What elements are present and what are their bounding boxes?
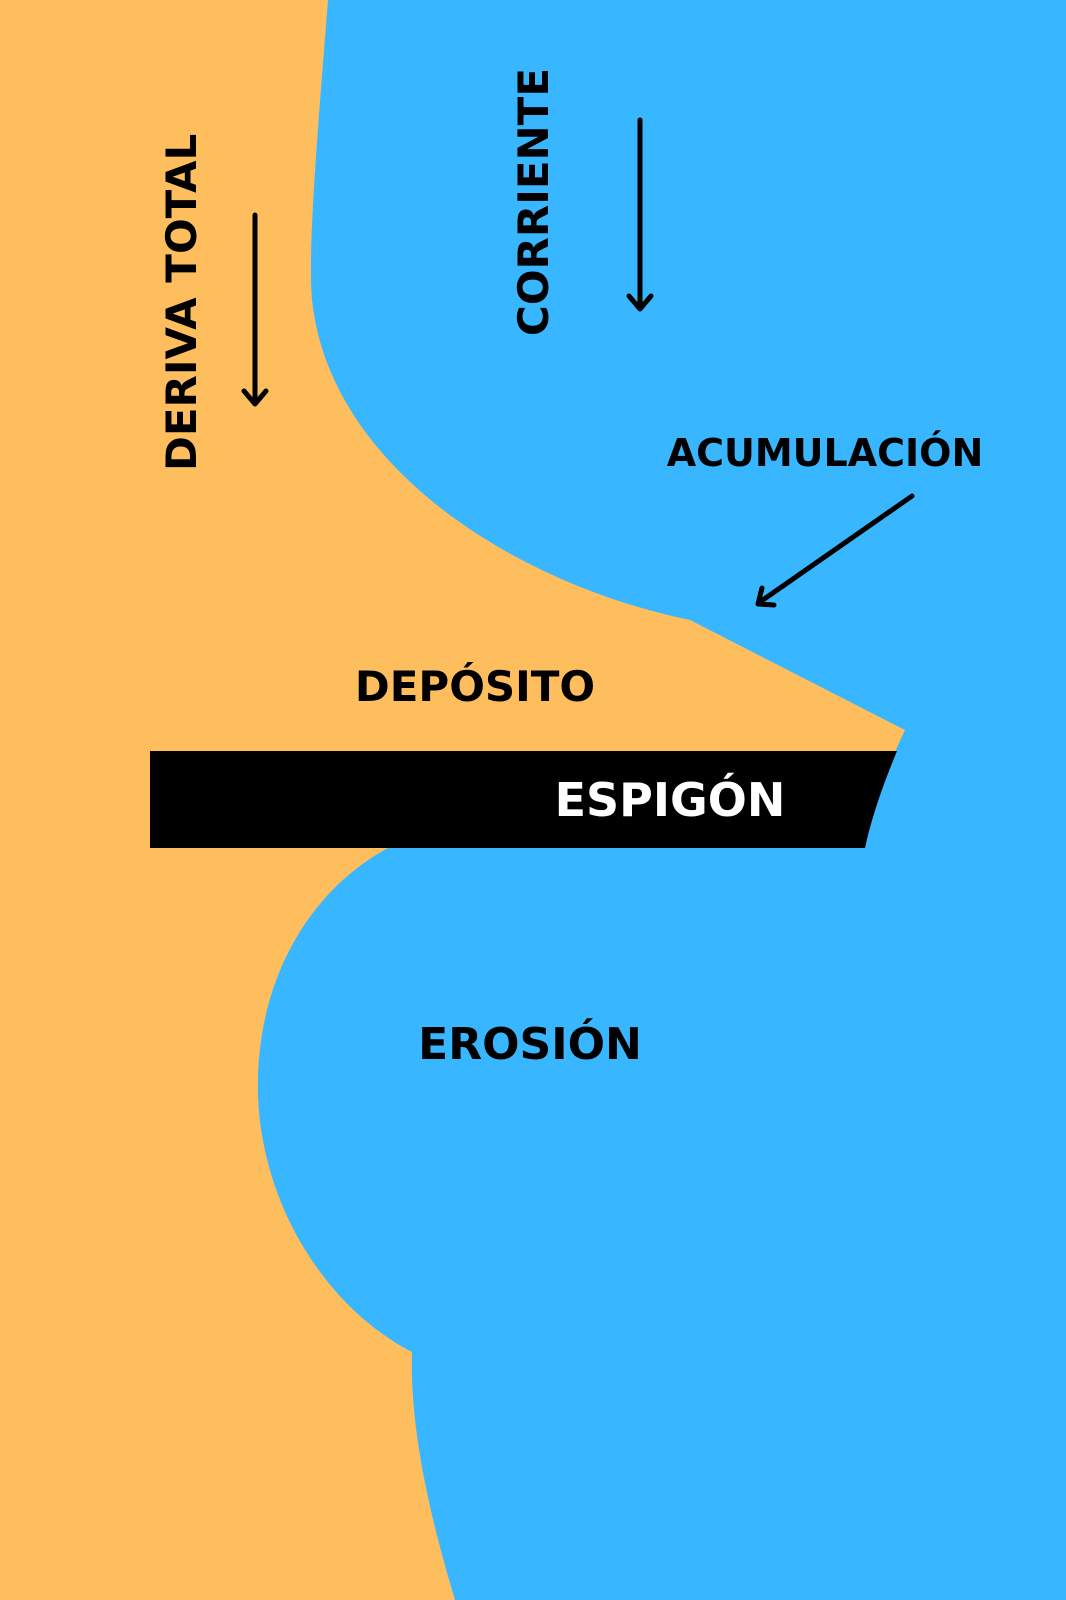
erosion-label: EROSIÓN (418, 1019, 642, 1070)
groyne (150, 751, 897, 848)
acumulacion-arrow (755, 493, 915, 608)
corriente-arrow (626, 117, 654, 312)
deriva-arrow (241, 212, 269, 407)
deposito-label: DEPÓSITO (354, 662, 596, 711)
deriva-total-label: DERIVA TOTAL (157, 133, 206, 471)
corriente-label: CORRIENTE (509, 67, 558, 336)
espigon-label: ESPIGÓN (554, 773, 786, 827)
acumulacion-label: ACUMULACIÓN (666, 431, 984, 475)
sea-area (257, 0, 1066, 1600)
